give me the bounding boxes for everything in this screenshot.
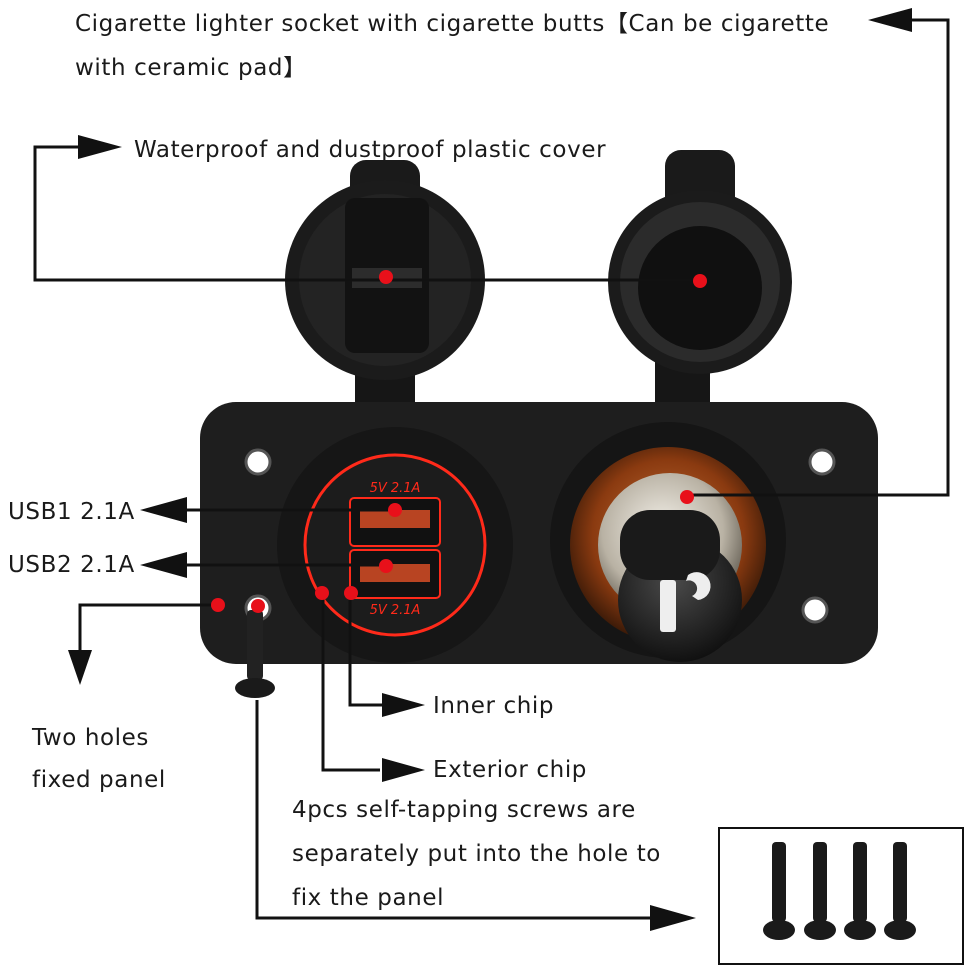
cigarette-plug-icon (660, 572, 711, 632)
socket-label-line2: with ceramic pad】 (75, 55, 307, 81)
annotation-dots (211, 270, 707, 613)
usb-rating-top: 5V 2.1A (370, 481, 421, 496)
usb-cover-cap (285, 160, 485, 380)
arrowheads (68, 8, 912, 931)
panel-screw (235, 610, 275, 698)
lighter-socket (550, 422, 786, 662)
usb-rating-bottom: 5V 2.1A (370, 603, 421, 618)
screws-inset (718, 827, 964, 965)
usb-charger (277, 427, 513, 663)
holes-label-line1: Two holes (32, 725, 150, 751)
socket-label-line1: Cigarette lighter socket with cigarette … (75, 11, 830, 37)
screws-label-line2: separately put into the hole to (292, 841, 661, 867)
inner-chip-label: Inner chip (433, 693, 555, 719)
leader-lines (33, 18, 950, 920)
socket-cover-cap (608, 150, 792, 374)
exterior-chip-label: Exterior chip (433, 757, 588, 783)
cover-label: Waterproof and dustproof plastic cover (134, 137, 607, 163)
screws-label-line3: fix the panel (292, 885, 445, 911)
holes-label-line2: fixed panel (32, 767, 166, 793)
usb2-label: USB2 2.1A (8, 552, 135, 578)
screws-label-line1: 4pcs self-tapping screws are (292, 797, 636, 823)
usb1-label: USB1 2.1A (8, 499, 135, 525)
